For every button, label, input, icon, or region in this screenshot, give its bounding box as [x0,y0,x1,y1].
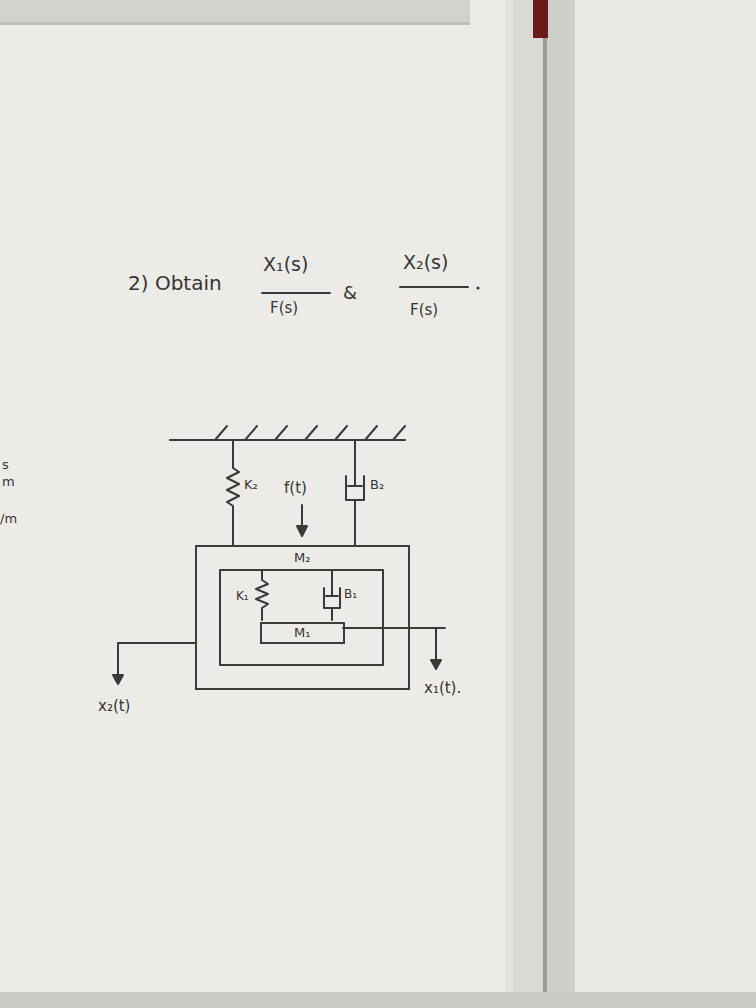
mass-label: M₁ [294,626,310,641]
spring-label: K₂ [244,478,258,493]
displacement-label: x₁(t). [424,680,461,697]
cut-off-note: /m [0,512,17,527]
problem-heading: 2) Obtain [128,272,222,295]
mass-label: M₂ [294,551,310,566]
spring-label: K₁ [236,590,249,604]
cut-off-note: m [2,475,15,490]
mass-box: M₂ M₁ [195,545,410,690]
numerator: X₂(s) [403,252,448,274]
conjunction: & [343,283,357,304]
damper-label: B₂ [370,478,384,493]
denominator: F(s) [270,300,298,317]
denominator: F(s) [410,302,438,319]
mass-box: M₁ [260,622,345,644]
force-label: f(t) [284,480,307,497]
damper-label: B₁ [344,588,357,602]
numerator: X₁(s) [263,254,308,276]
displacement-label: x₂(t) [98,698,130,715]
cut-off-note: s [2,458,9,473]
